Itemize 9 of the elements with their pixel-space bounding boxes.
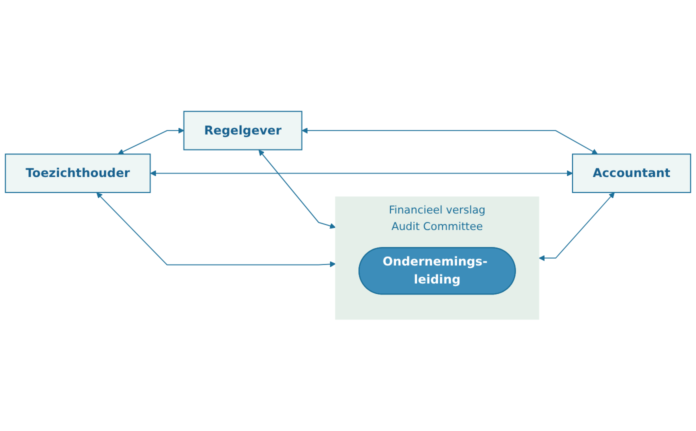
arrow	[538, 192, 615, 262]
node-box: Accountant	[572, 154, 692, 194]
node-box: Regelgever	[183, 111, 302, 150]
arrow	[118, 128, 184, 154]
arrow	[258, 150, 336, 229]
arrow	[96, 192, 336, 268]
arrow	[302, 128, 598, 155]
arrow	[150, 170, 573, 176]
node-box: Toezichthouder	[4, 154, 151, 194]
